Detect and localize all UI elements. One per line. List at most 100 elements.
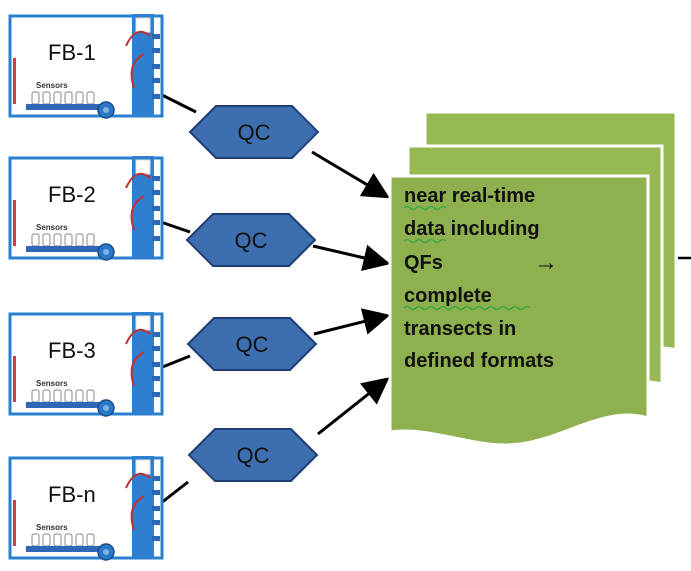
valve-tab bbox=[152, 346, 160, 351]
sensor-probe bbox=[86, 389, 95, 403]
sensor-probe bbox=[75, 389, 84, 403]
document-line-3: QFs bbox=[404, 252, 443, 274]
sensors-label: Sensors bbox=[36, 523, 68, 532]
sensor-probe bbox=[75, 233, 84, 247]
document-line-4: complete bbox=[404, 285, 492, 307]
unit-label: FB-2 bbox=[48, 182, 96, 207]
valve-tab bbox=[152, 206, 160, 211]
sensor-probe bbox=[64, 389, 73, 403]
valve-tab bbox=[152, 94, 160, 99]
document-line-1: near real-time bbox=[404, 185, 535, 207]
qc-node: QC bbox=[187, 428, 319, 482]
valve-tab bbox=[152, 520, 160, 525]
valve-tab bbox=[152, 176, 160, 181]
valve-tab bbox=[152, 392, 160, 397]
gear-hub bbox=[103, 405, 109, 411]
document-line-5: transects in bbox=[404, 318, 516, 340]
qc-node: QC bbox=[185, 213, 317, 267]
hose-red bbox=[130, 495, 145, 531]
valve-tab bbox=[152, 220, 160, 225]
sensor-probe bbox=[31, 233, 40, 247]
sensor-probe bbox=[86, 91, 95, 105]
pump-box bbox=[135, 459, 151, 475]
pump-column bbox=[132, 156, 154, 258]
valve-tab bbox=[152, 506, 160, 511]
valve-tab bbox=[152, 190, 160, 195]
connector-qc1-to-document bbox=[311, 150, 390, 199]
sensor-probe bbox=[64, 91, 73, 105]
spellcheck-squiggle-near bbox=[403, 205, 447, 211]
pump-column bbox=[132, 456, 154, 558]
valve-tab bbox=[152, 332, 160, 337]
pump-box bbox=[135, 17, 151, 33]
qc-nodes: QC QC QC QC bbox=[185, 105, 320, 482]
sensor-probe bbox=[53, 91, 62, 105]
valve-tab bbox=[152, 64, 160, 69]
unit-label: FB-1 bbox=[48, 40, 96, 65]
qc-label: QC bbox=[235, 228, 268, 253]
valve-tab bbox=[152, 536, 160, 541]
qc-node: QC bbox=[188, 105, 320, 159]
unit-label: FB-3 bbox=[48, 338, 96, 363]
qc-label: QC bbox=[236, 332, 269, 357]
unit-pipe bbox=[13, 200, 16, 246]
valve-tab bbox=[152, 476, 160, 481]
document-line-6: defined formats bbox=[404, 350, 554, 372]
sensor-probe bbox=[53, 533, 62, 547]
hose-red bbox=[130, 53, 145, 89]
gear-hub bbox=[103, 549, 109, 555]
document-line-2: data including bbox=[404, 218, 540, 240]
valve-tab bbox=[152, 376, 160, 381]
hose-red bbox=[130, 351, 145, 387]
gear-hub bbox=[103, 249, 109, 255]
connector-qc4-to-document bbox=[317, 377, 390, 436]
qc-hexagon bbox=[188, 105, 320, 159]
sensor-probe bbox=[86, 533, 95, 547]
sensor-rail bbox=[26, 104, 102, 110]
unit-pipe bbox=[13, 58, 16, 104]
sensor-probe bbox=[64, 533, 73, 547]
sensor-probe bbox=[31, 533, 40, 547]
sensor-rail bbox=[26, 402, 102, 408]
sensors-label: Sensors bbox=[36, 379, 68, 388]
pump-column bbox=[132, 14, 154, 116]
pump-box bbox=[135, 315, 151, 331]
sensor-rail bbox=[26, 546, 102, 552]
sensor-probe bbox=[75, 533, 84, 547]
pump-box bbox=[135, 159, 151, 175]
sensor-probe bbox=[53, 389, 62, 403]
valve-tab bbox=[152, 236, 160, 241]
sensor-probe bbox=[64, 233, 73, 247]
document-arrow-icon: → bbox=[534, 249, 558, 276]
qc-label: QC bbox=[238, 120, 271, 145]
hose-red bbox=[130, 195, 145, 231]
sensor-probe bbox=[42, 233, 51, 247]
connector-qc3-to-document bbox=[313, 308, 391, 336]
unit-label: FB-n bbox=[48, 482, 96, 507]
valve-tab bbox=[152, 78, 160, 83]
qc-label: QC bbox=[237, 443, 270, 468]
valve-tab bbox=[152, 362, 160, 367]
valve-tab bbox=[152, 34, 160, 39]
hose-red bbox=[125, 30, 151, 47]
unit-pipe bbox=[13, 356, 16, 402]
sensor-probe bbox=[42, 91, 51, 105]
qc-hexagon bbox=[186, 317, 318, 371]
hose-red bbox=[125, 172, 151, 189]
hose-red bbox=[125, 328, 151, 345]
sensors-label: Sensors bbox=[36, 81, 68, 90]
pump-column bbox=[132, 312, 154, 414]
output-document-stack: near real-time data including QFs → comp… bbox=[388, 110, 678, 447]
sensor-probe bbox=[31, 389, 40, 403]
valve-tab bbox=[152, 48, 160, 53]
sensor-probe bbox=[53, 233, 62, 247]
unit-pipe bbox=[13, 500, 16, 546]
sensor-rail bbox=[26, 246, 102, 252]
spellcheck-squiggle-complete bbox=[403, 305, 531, 311]
sensor-probe bbox=[31, 91, 40, 105]
